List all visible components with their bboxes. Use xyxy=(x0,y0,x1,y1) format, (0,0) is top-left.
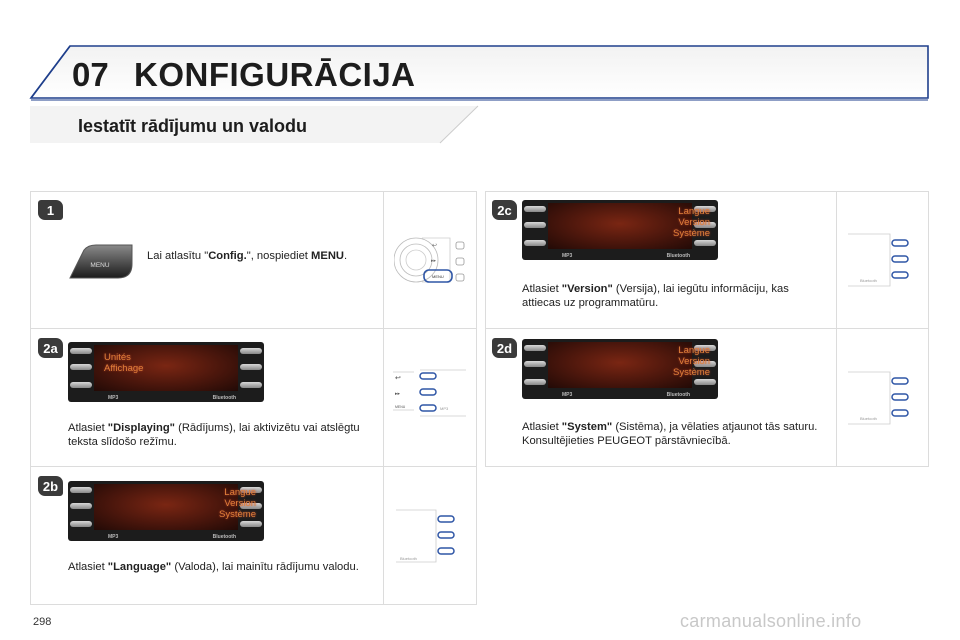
step-badge-2c: 2c xyxy=(492,200,517,220)
screen-line: Version xyxy=(678,356,710,367)
screen-line: Affichage xyxy=(104,363,144,374)
svg-text:↩: ↩ xyxy=(395,374,401,382)
page-number: 298 xyxy=(33,616,52,628)
svg-text:MENU: MENU xyxy=(432,274,444,279)
svg-text:Bluetooth: Bluetooth xyxy=(860,416,877,421)
menu-button-label: MENU xyxy=(90,262,109,269)
screen-line: Système xyxy=(673,367,710,378)
step-1-text: Lai atlasītu "Config.", nospiediet MENU. xyxy=(147,250,348,262)
screen-line: Système xyxy=(673,228,710,239)
step-2b-text: Atlasiet "Language" (Valoda), lai mainīt… xyxy=(68,561,359,573)
step-2a-text: Atlasiet "Displaying" (Rādījums), lai ak… xyxy=(68,422,360,448)
screen-line: Langue xyxy=(678,345,710,356)
svg-text:↩: ↩ xyxy=(432,242,437,249)
button-panel-illustration-2c: Bluetooth xyxy=(848,233,909,287)
svg-text:Bluetooth: Bluetooth xyxy=(860,278,877,283)
svg-text:▸▸: ▸▸ xyxy=(431,258,437,264)
step-badge-2d: 2d xyxy=(492,338,517,358)
step-2c-text: Atlasiet "Version" (Versija), lai iegūtu… xyxy=(522,283,789,309)
button-panel-illustration-2a: ↩ ▸▸ MENU MP3 xyxy=(393,369,466,417)
svg-text:MENU: MENU xyxy=(395,405,406,409)
svg-text:Bluetooth: Bluetooth xyxy=(400,556,417,561)
menu-button-illustration: MENU xyxy=(69,244,133,279)
step-badge-1: 1 xyxy=(38,200,63,220)
svg-text:MP3: MP3 xyxy=(440,406,449,411)
screen-line: Langue xyxy=(224,487,256,498)
screen-line: Version xyxy=(678,217,710,228)
button-panel-illustration-2d: Bluetooth xyxy=(848,371,909,425)
step-badge-2a: 2a xyxy=(38,338,63,358)
screen-line: Système xyxy=(219,509,256,520)
radio-control-illustration: MENU ↩ ▸▸ xyxy=(394,237,465,283)
header-banner xyxy=(29,45,929,144)
chapter-number: 07 xyxy=(72,56,109,93)
button-panel-illustration-2b: Bluetooth xyxy=(396,509,455,563)
section-title: Iestatīt rādījumu un valodu xyxy=(78,116,308,136)
screen-line: Langue xyxy=(678,206,710,217)
screen-line: Version xyxy=(224,498,256,509)
svg-text:▸▸: ▸▸ xyxy=(395,391,401,397)
screen-line: Unités xyxy=(104,352,131,363)
watermark: carmanualsonline.info xyxy=(680,611,862,631)
step-2d-text: Atlasiet "System" (Sistēma), ja vēlaties… xyxy=(522,421,818,447)
step-badge-2b: 2b xyxy=(38,476,63,496)
chapter-title: KONFIGURĀCIJA xyxy=(134,56,416,93)
